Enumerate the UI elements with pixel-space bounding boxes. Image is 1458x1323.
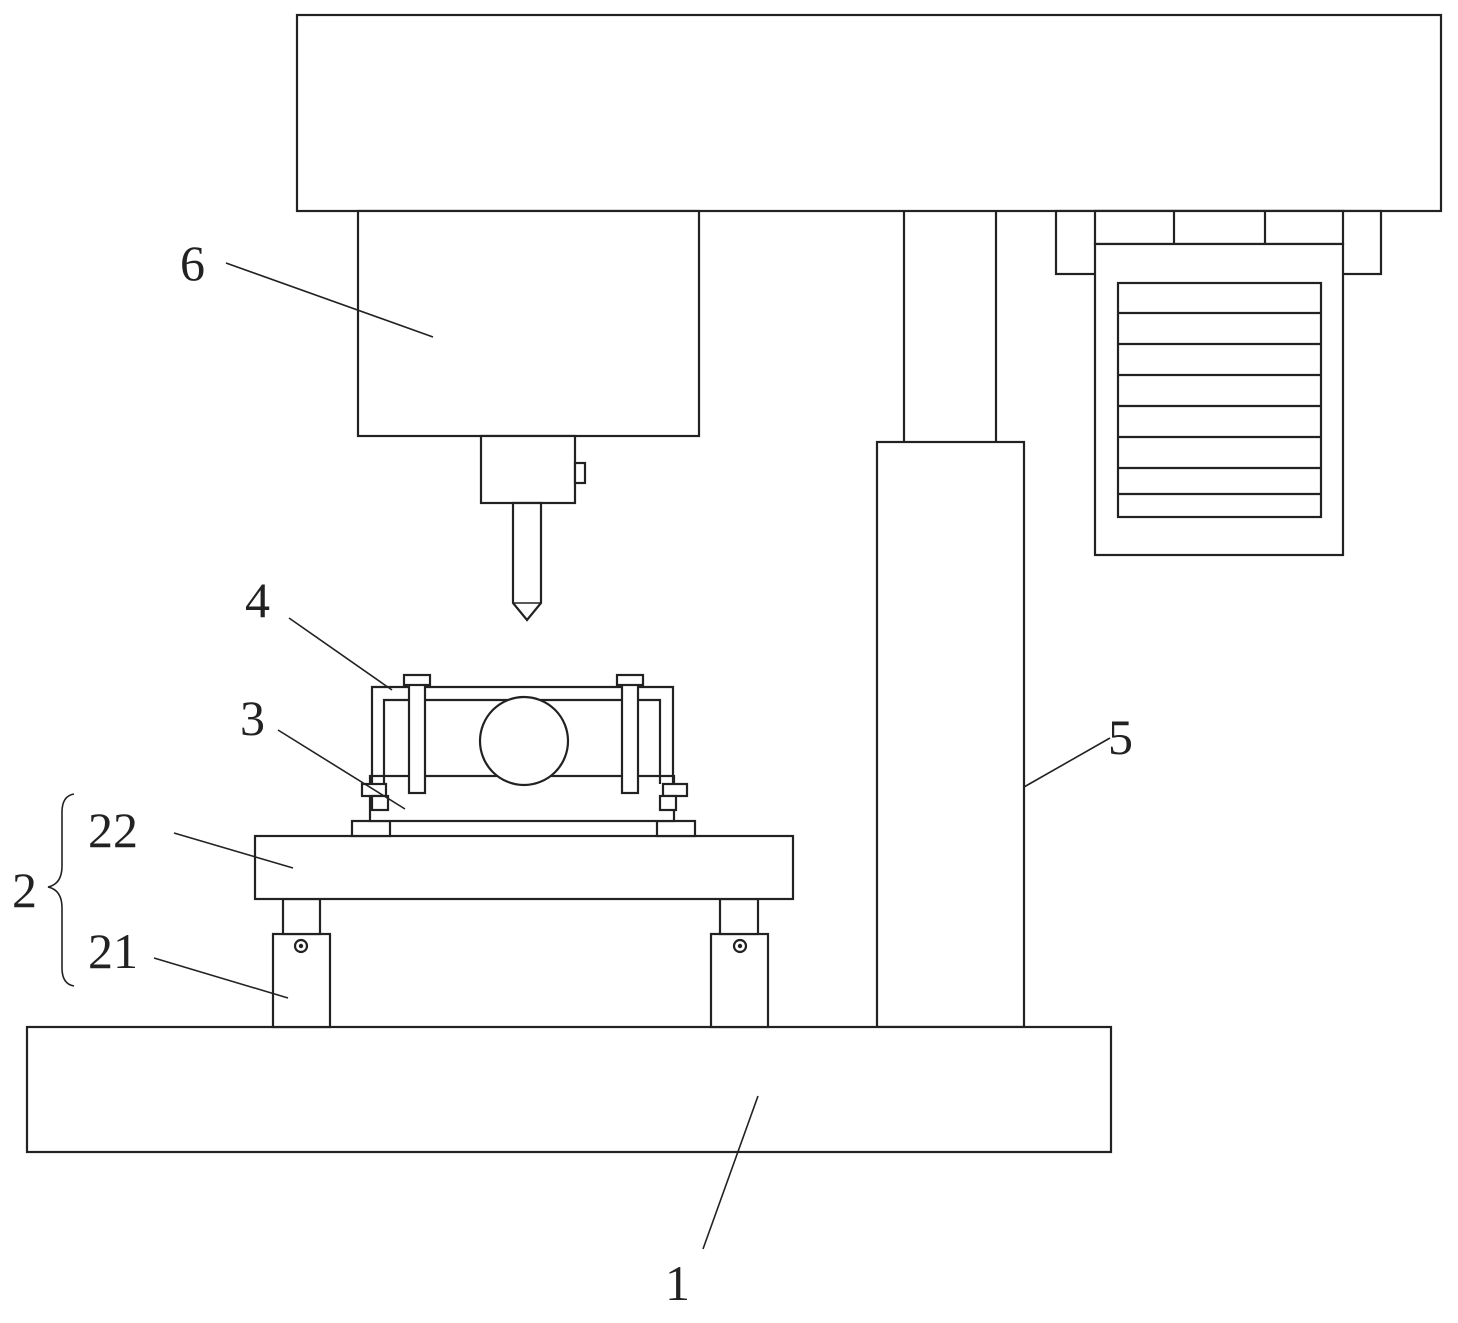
support-plate [253, 834, 795, 901]
leg-bolt-left-dot [298, 943, 304, 949]
drill-bit [511, 501, 543, 622]
vent-grille [1116, 281, 1323, 519]
label-2: 2 [12, 862, 37, 918]
leader-6 [225, 262, 434, 338]
base-plate [25, 1025, 1113, 1154]
clamp-screw-left [407, 679, 427, 795]
spindle-knob [573, 461, 587, 485]
label-21: 21 [88, 923, 138, 979]
clamp-washer-left [370, 794, 390, 812]
clamp-screw-left-head [402, 673, 432, 687]
label-6: 6 [180, 235, 205, 291]
support-post-left [281, 897, 322, 936]
leader-21 [153, 957, 289, 999]
clamp-frame-outer [370, 685, 675, 784]
clamp-foot-right [655, 819, 697, 838]
drill-head-housing [356, 209, 701, 438]
leader-3 [277, 729, 406, 810]
clamp-washer-right [658, 794, 678, 812]
leg-bolt-right-dot [737, 943, 743, 949]
label-4: 4 [245, 572, 270, 628]
column [875, 440, 1026, 1029]
label-5: 5 [1108, 709, 1133, 765]
leader-4 [288, 617, 393, 691]
spindle-block [479, 434, 577, 505]
group-brace [47, 793, 75, 987]
label-1: 1 [665, 1255, 690, 1311]
clamp-foot-left [350, 819, 392, 838]
label-22: 22 [88, 802, 138, 858]
leader-22 [173, 832, 294, 869]
clamp-nut-right [661, 782, 689, 798]
leader-1 [702, 1095, 759, 1250]
label-3: 3 [240, 690, 265, 746]
clamp-screw-right [620, 679, 640, 795]
workpiece-cylinder [478, 695, 570, 787]
support-post-right [718, 897, 760, 936]
vent-slats [1118, 311, 1321, 496]
motor-mount-inner [1093, 209, 1345, 246]
top-beam [295, 13, 1443, 213]
clamp-screw-right-head [615, 673, 645, 687]
leader-5 [1023, 737, 1111, 788]
